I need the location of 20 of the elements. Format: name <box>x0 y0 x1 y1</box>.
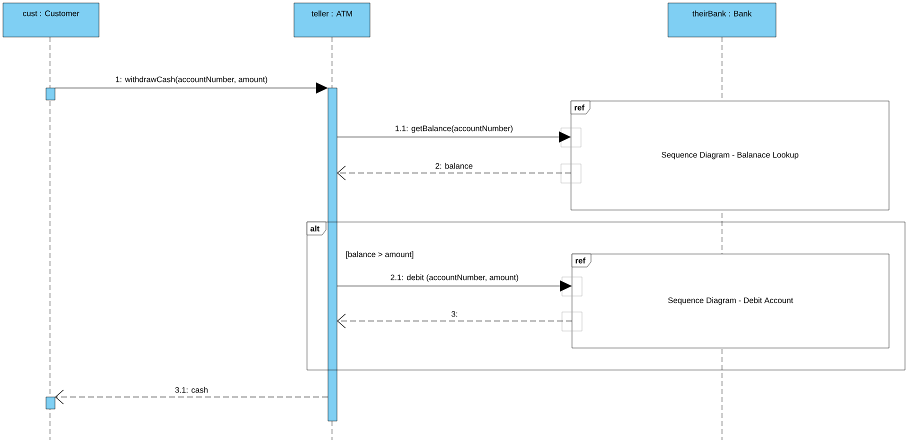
reference-frame: ref Sequence Diagram - Debit Account <box>572 254 890 348</box>
edge-label: 2: balance <box>436 162 472 169</box>
message-arrow <box>337 166 572 180</box>
message-arrow <box>55 390 328 404</box>
edge-label: 1: withdrawCash(accountNumber, amount) <box>116 76 268 84</box>
lifeline-header: theirBank : Bank <box>668 2 776 38</box>
activation-bar <box>46 88 56 100</box>
edge-label: 3: <box>451 311 458 317</box>
activation-bar <box>328 88 338 422</box>
lifeline-header: teller : ATM <box>294 2 370 38</box>
edge-label: 1.1: getBalance(accountNumber) <box>396 125 513 133</box>
activation-bar <box>46 396 56 410</box>
frame-tag: ref <box>570 100 590 114</box>
edge-label: 3.1: cash <box>175 386 208 393</box>
lifeline-header: cust : Customer <box>2 2 100 38</box>
reference-frame: ref Sequence Diagram - Balanace Lookup <box>570 100 890 210</box>
edge-label: 2.1: debit (accountNumber, amount) <box>390 274 518 282</box>
message-arrow <box>337 314 572 328</box>
frame-tag: alt <box>306 222 326 236</box>
frame-tag: ref <box>572 254 592 268</box>
